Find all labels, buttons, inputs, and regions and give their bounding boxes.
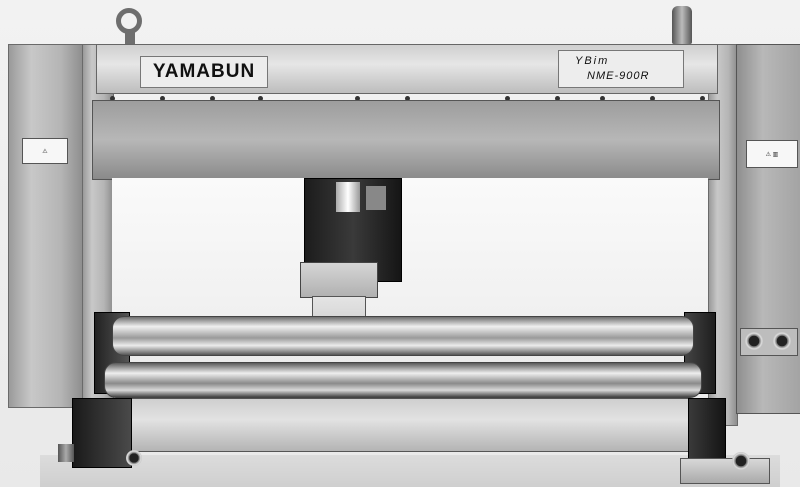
floor-shadow	[40, 455, 780, 487]
model-label: NME-900R	[587, 70, 650, 82]
beam-bolt	[110, 96, 115, 101]
carriage-cylinder	[336, 182, 360, 212]
beam-bolt	[355, 96, 360, 101]
right-lifting-hook	[672, 6, 692, 44]
brand-nameplate: YAMABUN	[140, 56, 268, 88]
right-warning-label: ⚠ ▥	[746, 140, 798, 168]
left-cabinet	[8, 44, 84, 408]
left-leveling-foot	[58, 444, 74, 462]
series-label: YBim	[575, 55, 610, 67]
lower-tray	[116, 398, 692, 452]
beam-bolt	[210, 96, 215, 101]
beam-bolt	[160, 96, 165, 101]
left-handwheel	[126, 450, 142, 466]
left-lifting-eye	[116, 8, 142, 34]
beam-bolt	[700, 96, 705, 101]
print-head-unit	[300, 262, 378, 298]
beam-bolt	[600, 96, 605, 101]
left-warning-label: ⚠	[22, 138, 68, 164]
frame-opening	[112, 178, 708, 316]
beam-bolt	[258, 96, 263, 101]
middle-roller	[104, 362, 702, 398]
carriage-plate	[366, 186, 386, 210]
control-knob-right	[773, 332, 791, 350]
beam-bolt	[650, 96, 655, 101]
control-knob-left	[745, 332, 763, 350]
upper-hood	[92, 100, 720, 180]
brand-label: YAMABUN	[152, 61, 256, 82]
beam-bolt	[505, 96, 510, 101]
right-cabinet	[736, 44, 800, 414]
upper-roller	[112, 316, 694, 356]
left-lifting-eye-shank	[125, 32, 135, 44]
beam-bolt	[555, 96, 560, 101]
model-nameplate: YBim NME-900R	[558, 50, 684, 88]
right-handwheel	[732, 452, 750, 470]
right-base-plate	[680, 458, 770, 484]
left-foot-bracket	[72, 398, 132, 468]
beam-bolt	[405, 96, 410, 101]
